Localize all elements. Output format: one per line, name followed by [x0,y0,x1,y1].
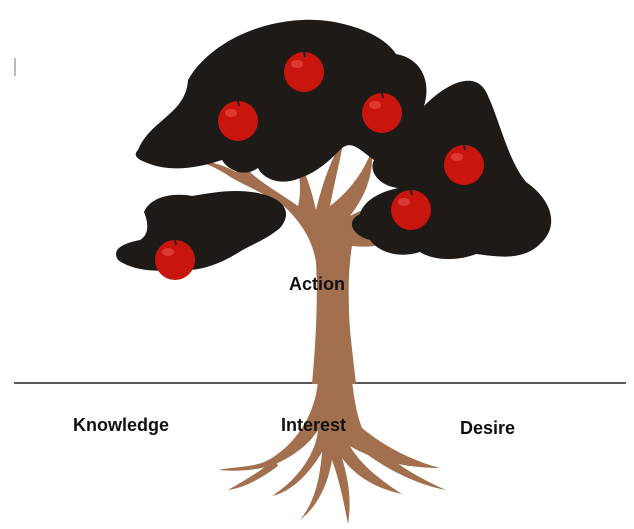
trunk [190,128,408,384]
label-action: Action [289,274,345,294]
apple-icon [218,100,258,141]
apple-icon [284,51,324,92]
label-knowledge: Knowledge [73,415,170,435]
apple-icon [444,144,484,185]
label-desire: Desire [460,418,516,438]
apple-icon [155,239,195,280]
label-interest: Interest [281,415,347,435]
edge-mark [14,58,16,76]
apple-icon [362,92,402,133]
apples [155,51,484,280]
apple-icon [391,189,431,230]
roots [218,380,446,524]
